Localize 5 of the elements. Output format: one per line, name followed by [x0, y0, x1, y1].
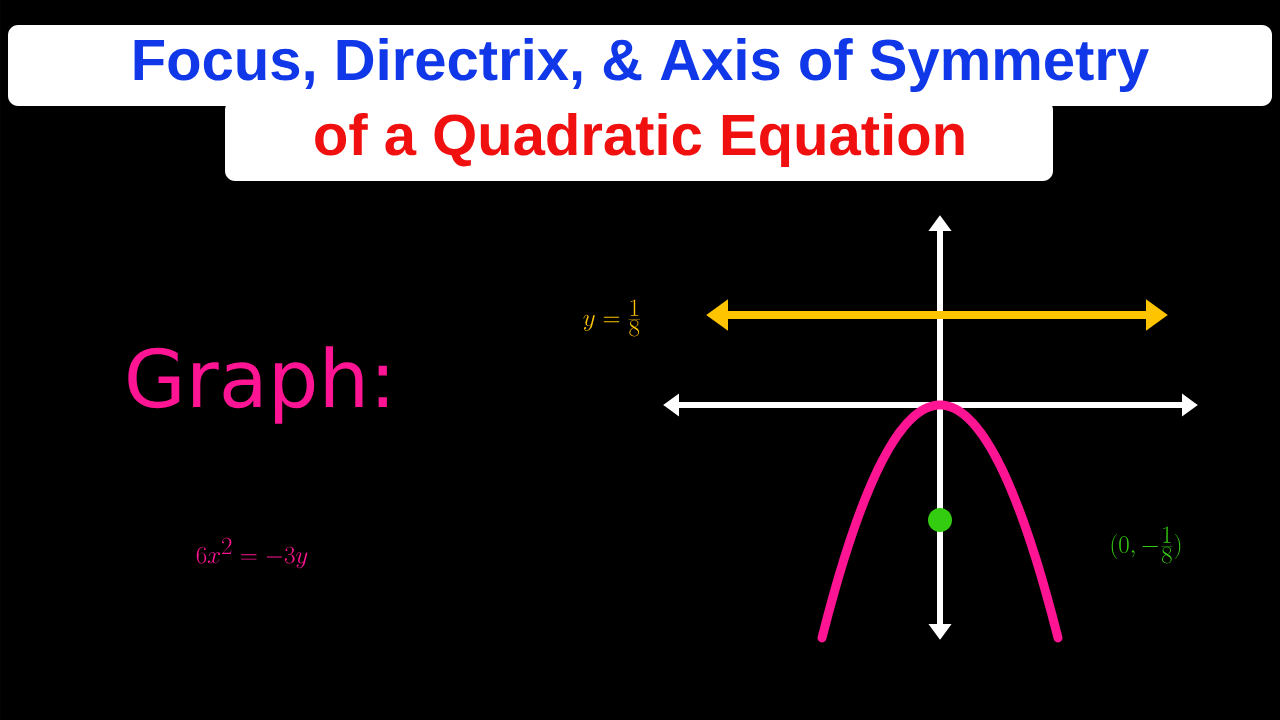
- graph-heading: Graph:: [128, 346, 387, 424]
- focus-coordinates: $(0,-\frac{1}{8})$: [1111, 526, 1181, 564]
- equation: $6x^{2}=-3y$: [196, 537, 308, 569]
- title-banner: Focus, Directrix, & Axis of Symmetry of a Quadratic Equation: [8, 25, 1272, 181]
- directrix-equation: $y=\frac{1}{8}$: [583, 299, 640, 337]
